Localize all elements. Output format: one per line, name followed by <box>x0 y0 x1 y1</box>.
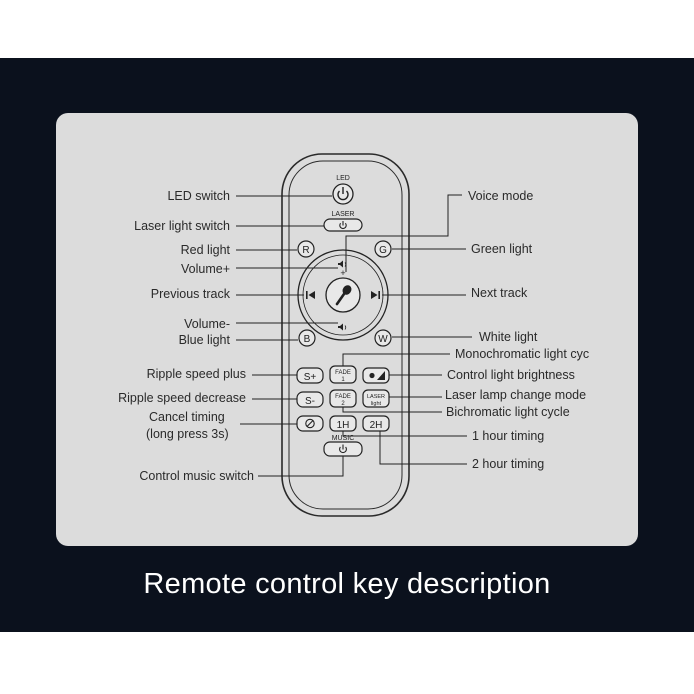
green-button[interactable]: G <box>374 240 392 258</box>
previous-track-button[interactable] <box>306 291 315 299</box>
laser-power-button[interactable] <box>323 218 363 232</box>
volume-down-button[interactable] <box>338 323 347 331</box>
blue-light-label: Blue light <box>178 333 230 347</box>
power-icon <box>339 444 347 454</box>
next-track-button[interactable] <box>371 291 380 299</box>
led-switch-label: LED switch <box>167 189 230 203</box>
microphone-icon <box>335 285 352 306</box>
ripple-speed-plus-label: Ripple speed plus <box>146 367 246 381</box>
volume-up-button[interactable]: + <box>338 260 347 279</box>
volume-up-label: Volume+ <box>181 262 230 276</box>
power-icon <box>339 221 347 230</box>
laser-light-switch-label: Laser light switch <box>134 219 230 233</box>
callout-lines <box>236 194 472 477</box>
control-light-brightness-label: Control light brightness <box>447 368 575 382</box>
laser-lamp-change-mode-label: Laser lamp change mode <box>445 388 587 402</box>
svg-text:FADE: FADE <box>335 370 351 376</box>
next-track-icon <box>371 291 380 299</box>
voice-mode-button[interactable] <box>325 277 361 313</box>
svg-text:G: G <box>379 245 387 256</box>
previous-track-icon <box>306 291 315 299</box>
fade-1-button[interactable]: FADE 1 <box>329 365 357 384</box>
music-key-label: MUSIC <box>332 435 355 442</box>
svg-text:S-: S- <box>305 396 315 407</box>
speaker-icon <box>338 260 347 268</box>
svg-text:S+: S+ <box>304 372 317 383</box>
cancel-timing-note: (long press 3s) <box>146 427 229 441</box>
cancel-timing-label: Cancel timing <box>149 410 225 424</box>
brightness-button[interactable] <box>362 367 390 384</box>
speaker-icon <box>338 323 347 331</box>
brightness-icon <box>369 371 385 380</box>
remote-body-inner <box>288 160 403 510</box>
ripple-speed-decrease-label: Ripple speed decrease <box>118 391 246 405</box>
led-power-button[interactable] <box>332 183 354 205</box>
caption: Remote control key description <box>143 568 551 600</box>
red-button[interactable]: R <box>297 240 315 258</box>
next-track-label: Next track <box>471 286 528 300</box>
red-light-label: Red light <box>180 243 230 257</box>
green-light-label: Green light <box>471 242 533 256</box>
volume-down-label: Volume- <box>184 317 230 331</box>
svg-text:1: 1 <box>341 377 345 383</box>
svg-text:B: B <box>304 334 311 345</box>
two-hour-timing-label: 2 hour timing <box>472 457 545 471</box>
voice-mode-label: Voice mode <box>468 189 534 203</box>
monochromatic-label: Monochromatic light cyc <box>455 347 590 361</box>
svg-text:2H: 2H <box>370 420 383 431</box>
power-icon <box>337 187 349 201</box>
white-light-label: White light <box>479 330 538 344</box>
svg-text:W: W <box>378 334 388 345</box>
laser-light-button[interactable]: LASER light <box>362 389 390 408</box>
led-key-label: LED <box>336 175 350 182</box>
remote-body <box>281 153 410 517</box>
svg-text:R: R <box>302 245 309 256</box>
music-power-button[interactable] <box>323 441 363 457</box>
svg-text:1H: 1H <box>337 420 350 431</box>
laser-key-label: LASER <box>332 211 355 218</box>
previous-track-label: Previous track <box>150 287 230 301</box>
white-button[interactable]: W <box>374 329 392 347</box>
fade-2-button[interactable]: FADE 2 <box>329 389 357 408</box>
one-hour-timing-label: 1 hour timing <box>472 429 545 443</box>
ripple-speed-plus-button[interactable]: S+ <box>296 367 324 384</box>
svg-text:light: light <box>371 401 382 407</box>
one-hour-button[interactable]: 1H <box>329 415 357 432</box>
svg-text:FADE: FADE <box>335 394 351 400</box>
control-music-switch-label: Control music switch <box>139 469 254 483</box>
two-hour-button[interactable]: 2H <box>362 415 390 432</box>
svg-text:LASER: LASER <box>367 394 385 400</box>
cancel-icon <box>305 418 315 429</box>
blue-button[interactable]: B <box>298 329 316 347</box>
ripple-speed-decrease-button[interactable]: S- <box>296 391 324 408</box>
cancel-timing-button[interactable] <box>296 415 324 432</box>
svg-text:2: 2 <box>341 401 345 407</box>
svg-text:+: + <box>340 268 345 278</box>
bichromatic-label: Bichromatic light cycle <box>446 405 570 419</box>
